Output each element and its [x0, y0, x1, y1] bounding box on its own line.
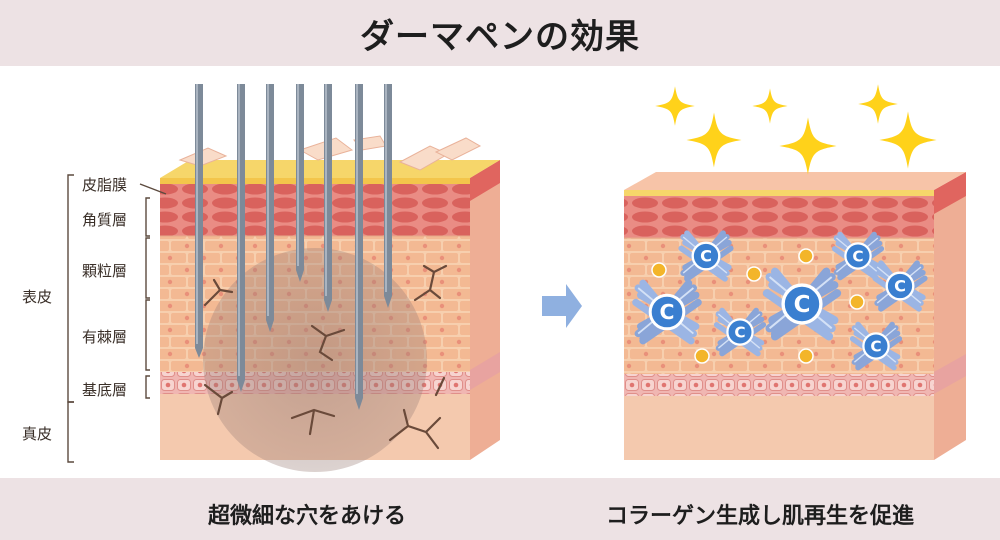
damage-zone [203, 248, 427, 472]
label-epidermis: 表皮 [22, 288, 53, 306]
collagen-icon: C [875, 263, 924, 309]
svg-text:C: C [894, 277, 906, 296]
label-basal: 基底層 [82, 381, 128, 399]
collagen-fibers: C C C C C C C [636, 233, 925, 367]
collagen-icon: C [681, 233, 730, 279]
collagen-icon: C [636, 283, 698, 341]
svg-text:C: C [734, 323, 745, 341]
title-bar: ダーマペンの効果 [0, 0, 1000, 66]
growth-factor-dots [651, 248, 865, 364]
svg-text:C: C [660, 300, 675, 324]
label-dermis: 真皮 [22, 425, 53, 443]
sparkle-icons [655, 84, 937, 175]
svg-text:C: C [870, 337, 881, 355]
collagen-icon: C [853, 324, 900, 367]
layer-brackets [67, 174, 167, 463]
svg-text:C: C [794, 292, 811, 318]
microneedles [195, 84, 392, 410]
caption-bar [0, 478, 1000, 540]
label-granular: 顆粒層 [82, 262, 128, 280]
label-stratum-corneum: 角質層 [82, 211, 128, 229]
svg-text:C: C [700, 247, 712, 266]
page-title: ダーマペンの効果 [360, 16, 640, 57]
label-sebum: 皮脂膜 [82, 176, 128, 194]
label-spinous: 有棘層 [82, 328, 128, 346]
svg-text:C: C [852, 247, 863, 265]
micro-cracks [203, 264, 448, 450]
left-skin-block [160, 84, 500, 472]
collagen-icon: C [717, 310, 764, 353]
arrow-icon [542, 284, 582, 328]
left-corneum-layer [160, 184, 470, 236]
caption-left: 超微細な穴をあける [208, 504, 407, 529]
collagen-icon: C [835, 234, 882, 277]
collagen-icon: C [767, 272, 837, 337]
caption-right: コラーゲン生成し肌再生を促進 [606, 504, 915, 529]
